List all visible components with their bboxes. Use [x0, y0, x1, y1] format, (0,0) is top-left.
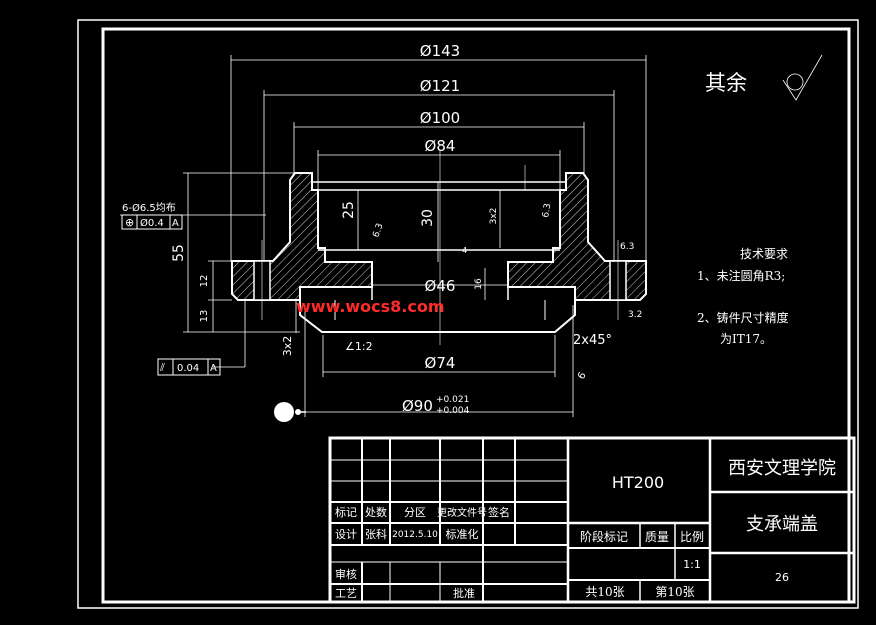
dim-d100: Ø100 [420, 109, 460, 127]
rough-6: 6 [576, 370, 589, 381]
school-name: 西安文理学院 [728, 458, 836, 479]
inner-4-label: 4 [462, 246, 467, 255]
review-label: 审核 [335, 567, 357, 581]
svg-text:Ø0.4: Ø0.4 [140, 217, 164, 229]
bottom-boss [299, 300, 576, 333]
rev-header-mark: 标记 [335, 505, 357, 519]
process-label: 工艺 [335, 587, 357, 600]
dim-taper: ∠1:2 [345, 340, 373, 353]
design-date: 2012.5.10 [392, 530, 438, 540]
dim-d46: Ø46 [425, 277, 456, 295]
dim-d74: Ø74 [425, 354, 456, 372]
dim-d90-lower: +0.004 [436, 406, 470, 416]
dim-d143: Ø143 [420, 42, 460, 60]
dim-d121: Ø121 [420, 77, 460, 95]
tech-req-item2: 2、铸件尺寸精度 [697, 310, 789, 325]
dim-h13: 13 [199, 310, 210, 323]
sheets-total: 共10张 [585, 585, 624, 599]
tech-req-item1: 1、未注圆角R3; [697, 268, 785, 283]
rev-header-docno: 更改文件号 [437, 506, 487, 519]
standard-label: 标准化 [446, 527, 479, 541]
svg-text:⫽: ⫽ [159, 361, 165, 374]
svg-text:A: A [172, 218, 179, 229]
dim-h12: 12 [199, 275, 210, 288]
scale-value: 1:1 [683, 558, 701, 571]
dim-h55: 55 [171, 244, 187, 262]
dim-d84: Ø84 [425, 137, 456, 155]
dimension-lines [120, 54, 823, 417]
rev-header-count: 处数 [365, 506, 387, 519]
dim-d90: Ø90 [402, 397, 433, 415]
rough-6-3-c: 6.3 [620, 242, 634, 252]
roughness-note: 其余 [705, 71, 747, 95]
dim-h16: 16 [474, 278, 484, 290]
dim-chamfer: 2x45° [573, 333, 612, 348]
dim-d90-upper: +0.021 [436, 395, 469, 405]
runout-tolerance-frame: ⫽ 0.04 A [157, 358, 221, 376]
section-view [231, 150, 647, 345]
drawing-number: 26 [775, 571, 789, 584]
stage-label: 阶段标记 [580, 529, 628, 544]
svg-text:A: A [210, 363, 217, 374]
rough-6-3-b: 6.3 [541, 203, 553, 219]
weight-label: 质量 [645, 530, 669, 544]
rev-header-sign: 签名 [488, 505, 510, 519]
outer-border [77, 19, 859, 609]
svg-text:⊕: ⊕ [125, 216, 134, 229]
dim-3x2-inner: 3x2 [489, 208, 499, 225]
dim-h30: 30 [420, 209, 436, 227]
rough-3-2: 3.2 [628, 310, 642, 320]
balloon-marker [274, 402, 306, 422]
designer-name: 张科 [365, 527, 387, 541]
material: HT200 [612, 473, 664, 492]
part-name: 支承端盖 [746, 514, 818, 535]
rough-6-3-a: 6.3 [371, 222, 385, 239]
tech-req-title: 技术要求 [740, 247, 788, 261]
watermark: www.wocs8.com [296, 297, 445, 316]
sheet-number: 第10张 [655, 585, 694, 599]
dim-h25: 25 [341, 201, 357, 219]
approve-label: 批准 [453, 586, 475, 600]
title-block [328, 436, 856, 604]
position-tolerance-frame: ⊕ Ø0.4 A [121, 214, 183, 230]
rev-header-zone: 分区 [404, 506, 426, 519]
holes-note: 6-Ø6.5均布 [122, 202, 176, 214]
dim-3x2-left: 3x2 [281, 336, 294, 357]
scale-label: 比例 [680, 530, 704, 544]
svg-text:0.04: 0.04 [177, 363, 199, 374]
tech-req-item2b: 为IT17。 [720, 332, 772, 346]
left-section-hatch [231, 172, 373, 301]
design-label: 设计 [335, 528, 357, 541]
